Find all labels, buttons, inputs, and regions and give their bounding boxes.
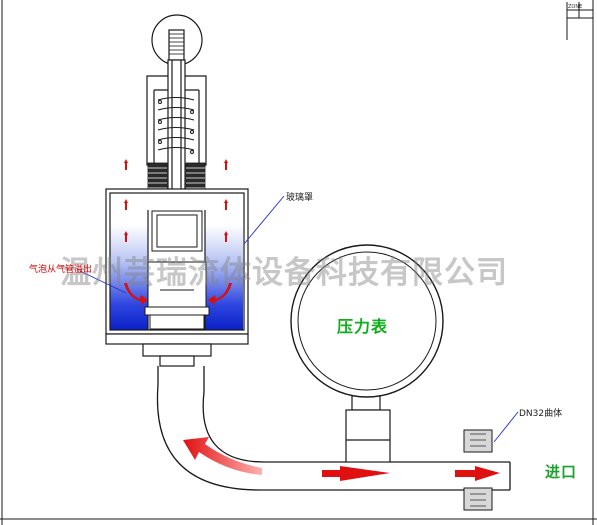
pipe-spec-label: DN32曲体 bbox=[519, 409, 563, 419]
bubble-arrows bbox=[124, 283, 232, 306]
flow-arrow-icon bbox=[455, 466, 500, 481]
pipe-fitting bbox=[463, 429, 493, 511]
dn-leader-line bbox=[493, 411, 519, 443]
inlet-label: 进口 bbox=[545, 463, 578, 481]
pressure-gauge bbox=[290, 244, 444, 398]
small-up-arrow-icon bbox=[124, 231, 128, 242]
small-up-arrow-icon bbox=[224, 231, 228, 242]
inlet-pipe bbox=[156, 366, 511, 491]
small-up-arrow-icon bbox=[224, 159, 228, 170]
spring-coils bbox=[157, 97, 195, 154]
flow-arrow-icon bbox=[322, 466, 390, 481]
glass-cover-label: 玻璃罩 bbox=[286, 193, 314, 203]
flow-arrow-icon bbox=[183, 437, 262, 475]
small-up-arrows bbox=[124, 159, 228, 242]
gauge-stem bbox=[345, 389, 391, 463]
glass-leader-line bbox=[243, 195, 285, 245]
valve-seat bbox=[144, 210, 210, 330]
bubble-arrow-icon bbox=[124, 283, 148, 306]
bubble-arrow-icon bbox=[208, 283, 232, 306]
handle-knob bbox=[151, 14, 203, 66]
bubble-note-label: 气泡从气管溢出 bbox=[29, 265, 93, 275]
bottom-connector bbox=[105, 333, 249, 367]
small-up-arrow-icon bbox=[124, 159, 128, 170]
flow-arrows bbox=[183, 437, 500, 481]
leader-lines bbox=[79, 195, 519, 443]
company-watermark: 温州芸瑞流体设备科技有限公司 bbox=[60, 255, 508, 291]
bubble-leader-line bbox=[79, 270, 127, 294]
small-up-arrow-icon bbox=[124, 199, 128, 210]
small-up-arrow-icon bbox=[224, 199, 228, 210]
pressure-gauge-label: 压力表 bbox=[337, 317, 389, 336]
zone-label: ZONE bbox=[568, 4, 583, 10]
